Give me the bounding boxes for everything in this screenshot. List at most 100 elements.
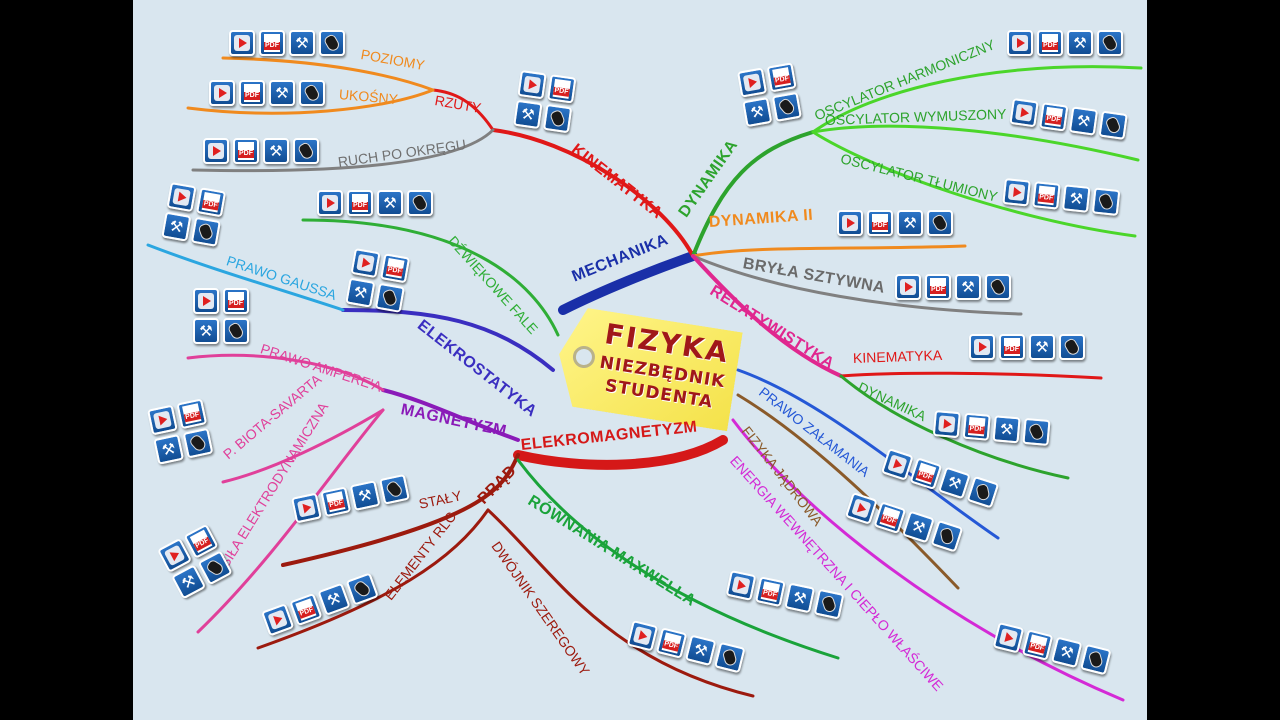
tools-wrench-icon[interactable]: ⚒ [153,433,185,465]
tools-wrench-icon[interactable]: ⚒ [742,97,773,128]
pdf-document-icon[interactable]: PDF [766,62,797,93]
video-play-icon[interactable] [1009,98,1039,128]
tools-wrench-icon[interactable]: ⚒ [289,30,315,56]
branch-oscylator-harmoniczny [811,65,1143,134]
pdf-document-icon[interactable]: PDF [259,30,285,56]
icons-dynamika-ii: PDF⚒ [837,210,953,236]
pdf-document-icon[interactable]: PDF [1032,181,1061,210]
pdf-document-icon[interactable]: PDF [962,412,991,441]
mouse-icon[interactable] [319,30,345,56]
mouse-icon[interactable] [299,80,325,106]
tools-wrench-icon[interactable]: ⚒ [1068,106,1099,136]
tools-wrench-icon[interactable]: ⚒ [193,318,219,344]
pdf-document-icon[interactable]: PDF [320,486,352,518]
video-play-icon[interactable] [517,70,547,100]
icons-dzwiekowe-fale: PDF⚒ [317,190,433,216]
pdf-document-icon[interactable]: PDF [196,187,227,218]
video-play-icon[interactable] [193,288,219,314]
video-play-icon[interactable] [1007,30,1033,56]
pdf-document-icon[interactable]: PDF [347,190,373,216]
video-play-icon[interactable] [969,334,995,360]
pdf-document-icon[interactable]: PDF [223,288,249,314]
branch-dynamika [691,130,815,258]
pdf-document-icon[interactable]: PDF [925,274,951,300]
branch-dynamika-ii [691,244,967,258]
tools-wrench-icon[interactable]: ⚒ [1029,334,1055,360]
branch-rzuty [431,88,495,132]
mouse-icon[interactable] [542,103,573,134]
pdf-document-icon[interactable]: PDF [754,576,786,608]
video-play-icon[interactable] [147,404,178,436]
branch-oscylator-wymuszony [811,124,1140,162]
tools-wrench-icon[interactable]: ⚒ [269,80,295,106]
mind-map-canvas: FIZYKA NIEZBĘDNIK STUDENTA MECHANIKA KIN… [133,0,1147,720]
tools-wrench-icon[interactable]: ⚒ [349,480,381,511]
label-rel-kinematyka[interactable]: KINEMATYKA [852,346,943,366]
tools-wrench-icon[interactable]: ⚒ [1067,30,1093,56]
tools-wrench-icon[interactable]: ⚒ [345,277,376,308]
mouse-icon[interactable] [293,138,319,164]
mouse-icon[interactable] [927,210,953,236]
icons-kinematyka: PDF⚒ [513,70,584,134]
branch-kinematyka [491,128,695,258]
pdf-document-icon[interactable]: PDF [233,138,259,164]
icons-dynamika: PDF ⚒ [737,61,810,128]
tools-wrench-icon[interactable]: ⚒ [992,415,1021,444]
video-play-icon[interactable] [203,138,229,164]
mouse-icon[interactable] [985,274,1011,300]
video-play-icon[interactable] [932,410,961,439]
video-play-icon[interactable] [291,492,322,524]
pdf-document-icon[interactable]: PDF [547,74,577,104]
video-play-icon[interactable] [737,67,768,98]
video-play-icon[interactable] [837,210,863,236]
mouse-icon[interactable] [1091,187,1121,216]
video-play-icon[interactable] [895,274,921,300]
tools-wrench-icon[interactable]: ⚒ [1061,184,1091,213]
tools-wrench-icon[interactable]: ⚒ [377,190,403,216]
mouse-icon[interactable] [223,318,249,344]
mouse-icon[interactable] [379,473,410,505]
mouse-icon[interactable] [1097,30,1123,56]
video-play-icon[interactable] [1002,178,1031,207]
tools-wrench-icon[interactable]: ⚒ [263,138,289,164]
branch-magnetyzm [381,388,520,442]
mouse-icon[interactable] [374,282,405,313]
pdf-document-icon[interactable]: PDF [380,253,411,284]
tools-wrench-icon[interactable]: ⚒ [897,210,923,236]
mouse-icon[interactable] [1022,417,1051,447]
video-play-icon[interactable] [350,248,381,279]
pdf-document-icon[interactable]: PDF [239,80,265,106]
mouse-icon[interactable] [182,427,214,459]
branch-ukosny [186,88,435,115]
tag-hole [571,344,596,369]
branch-elekrostatyka [341,308,555,372]
tools-wrench-icon[interactable]: ⚒ [784,582,816,614]
branch-ruch-po-okregu [191,128,495,173]
pdf-document-icon[interactable]: PDF [1037,30,1063,56]
video-play-icon[interactable] [166,182,197,213]
tools-wrench-icon[interactable]: ⚒ [955,274,981,300]
video-play-icon[interactable] [209,80,235,106]
mouse-icon[interactable] [1098,110,1128,140]
tools-wrench-icon[interactable]: ⚒ [513,99,543,130]
mouse-icon[interactable] [771,91,802,122]
pdf-document-icon[interactable]: PDF [1039,102,1069,132]
mouse-icon[interactable] [1059,334,1085,360]
icons-elekrostatyka: PDF⚒ [345,248,418,314]
mouse-icon[interactable] [407,190,433,216]
branch-prawo-ampere [186,353,385,392]
icons-ukosny: PDF⚒ [209,80,325,106]
mouse-icon[interactable] [190,216,221,247]
branch-poziomy [221,56,435,92]
tools-wrench-icon[interactable]: ⚒ [161,211,192,242]
pdf-document-icon[interactable]: PDF [867,210,893,236]
mouse-icon[interactable] [813,588,845,620]
icons-bryla-sztywna: PDF⚒ [895,274,1011,300]
video-play-icon[interactable] [229,30,255,56]
branch-elekromagnetyzm [513,435,728,470]
video-play-icon[interactable] [725,570,757,601]
branch-elementy-rlc [256,508,490,650]
pdf-document-icon[interactable]: PDF [999,334,1025,360]
video-play-icon[interactable] [317,190,343,216]
pdf-document-icon[interactable]: PDF [176,398,208,430]
